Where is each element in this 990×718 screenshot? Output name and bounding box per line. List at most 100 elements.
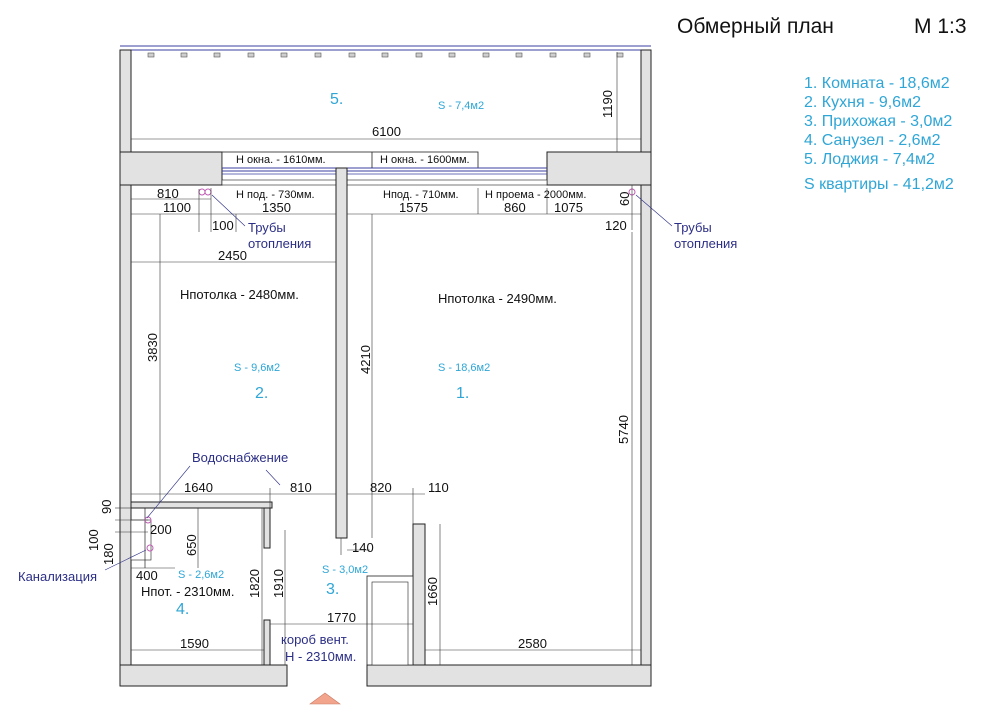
exterior-wall: Н окна. - 1610мм. Н окна. - 1600мм. <box>119 151 652 186</box>
dim-820: 820 <box>370 480 392 495</box>
room-number-3: 3. <box>326 581 339 598</box>
plan-title: Обмерный план <box>677 15 834 38</box>
pipes-right-label-1: Трубы <box>674 220 712 235</box>
legend-item-hallway: 3. Прихожая - 3,0м2 <box>804 113 953 130</box>
dim-1100: 1100 <box>163 200 191 215</box>
entry-arrow-icon <box>309 692 341 705</box>
sewer-label: Канализация <box>18 569 97 584</box>
dim-1770: 1770 <box>327 610 356 625</box>
room-area-2: S - 9,6м2 <box>234 362 280 374</box>
dim-1590: 1590 <box>180 636 209 651</box>
wall-segment-right <box>546 151 652 186</box>
ceiling-bathroom: Нпот. - 2310мм. <box>141 584 234 599</box>
legend-item-bathroom: 4. Санузел - 2,6м2 <box>804 132 941 149</box>
living-room: 4210 5740 Нпотолка - 2490мм. S - 18,6м2 … <box>358 214 633 665</box>
pipes-left-leader <box>211 194 246 227</box>
legend-item-total: S квартиры - 41,2м2 <box>804 176 954 193</box>
dim-1075: 1075 <box>554 200 583 215</box>
dim-400: 400 <box>136 568 158 583</box>
room-number-5: 5. <box>330 91 343 108</box>
wall-partition-kitchen-room <box>335 167 348 539</box>
dim-650: 650 <box>184 534 199 556</box>
scale-label: M 1:3 <box>914 15 967 38</box>
window-left-height: Н окна. - 1610мм. <box>236 154 326 166</box>
middle-dimensions: 1640 810 820 110 Водоснабжение <box>131 450 449 524</box>
water-leader <box>146 465 191 519</box>
dim-5740: 5740 <box>616 415 631 444</box>
dim-100-side: 100 <box>86 529 101 551</box>
sewer-pipe-icon <box>146 544 154 552</box>
bathroom: 90 100 180 200 650 400 1820 S - 2,6м2 Нп… <box>18 500 264 665</box>
bathroom-niche <box>130 519 152 561</box>
pipes-left-label-2: отопления <box>248 236 311 251</box>
room-area-3: S - 3,0м2 <box>322 564 368 576</box>
room-area-1: S - 18,6м2 <box>438 362 490 374</box>
dim-60: 60 <box>617 192 632 206</box>
sill-right-height: Нпод. - 710мм. <box>383 189 459 201</box>
dim-2450: 2450 <box>218 248 247 263</box>
window-sill <box>221 179 548 186</box>
room-number-4: 4. <box>176 601 189 618</box>
water-leader-tail <box>265 469 281 486</box>
sewer-leader <box>104 549 147 571</box>
sill-left-height: Н под. - 730мм. <box>236 189 315 201</box>
dim-860: 860 <box>504 200 526 215</box>
dim-90: 90 <box>99 500 114 514</box>
ceiling-room: Нпотолка - 2490мм. <box>438 291 557 306</box>
dim-loggia-depth: 1190 <box>600 90 615 118</box>
legend-item-loggia: 5. Лоджия - 7,4м2 <box>804 151 935 168</box>
wall-bathroom-right-lower <box>263 619 271 666</box>
vent-box-label-2: Н - 2310мм. <box>285 649 356 664</box>
dim-120: 120 <box>605 218 627 233</box>
room-number-1: 1. <box>456 385 469 402</box>
dim-4210: 4210 <box>358 345 373 374</box>
pipes-right-label-2: отопления <box>674 236 737 251</box>
hallway: 140 S - 3,0м2 3. 1910 1770 1660 короб ве… <box>270 524 441 665</box>
wall-bathroom-top <box>130 501 273 509</box>
water-supply-label: Водоснабжение <box>192 450 288 465</box>
dim-810-mid: 810 <box>290 480 312 495</box>
dim-3830: 3830 <box>145 333 160 362</box>
loggia-glazing-posts <box>147 52 624 58</box>
dim-loggia-width: 6100 <box>372 124 401 139</box>
loggia-right-wall <box>640 49 652 154</box>
legend: 1. Комната - 18,6м2 2. Кухня - 9,6м2 3. … <box>804 74 954 194</box>
wall-left <box>119 184 132 666</box>
kitchen: 2450 3830 Нпотолка - 2480мм. S - 9,6м2 2… <box>131 214 336 502</box>
ceiling-kitchen: Нпотолка - 2480мм. <box>180 287 299 302</box>
wall-hallway-right <box>412 523 426 666</box>
dim-100-top: 100 <box>212 218 234 233</box>
door-opening-height: Н проема - 2000мм. <box>485 189 586 201</box>
room-area-5: S - 7,4м2 <box>438 100 484 112</box>
dim-1640: 1640 <box>184 480 213 495</box>
wall-bathroom-right-upper <box>263 507 271 549</box>
legend-item-kitchen: 2. Кухня - 9,6м2 <box>804 94 921 111</box>
dim-140: 140 <box>352 540 374 555</box>
heating-pipe-left-icon <box>198 188 206 196</box>
dim-2580: 2580 <box>518 636 547 651</box>
apartment-walls <box>119 167 652 687</box>
top-dimensions: 810 1100 1350 1575 860 1075 60 100 120 Н… <box>131 185 641 233</box>
dim-1350: 1350 <box>262 200 291 215</box>
heating-pipe-left-icon-2 <box>204 188 212 196</box>
dim-1660: 1660 <box>425 577 440 606</box>
loggia-left-wall <box>119 49 132 154</box>
legend-item-room: 1. Комната - 18,6м2 <box>804 75 950 92</box>
loggia: 6100 1190 5. S - 7,4м2 <box>119 45 652 154</box>
wall-right <box>640 184 652 666</box>
dim-810-top: 810 <box>157 186 179 201</box>
pipes-right-leader <box>635 194 673 227</box>
wall-bottom-left <box>119 664 288 687</box>
wall-bottom-right <box>366 664 652 687</box>
dim-1820: 1820 <box>247 569 262 598</box>
dim-200: 200 <box>150 522 172 537</box>
vent-box-inner <box>371 581 409 666</box>
room-number-2: 2. <box>255 385 268 402</box>
dim-1575: 1575 <box>399 200 428 215</box>
wall-segment-left <box>119 151 223 186</box>
window-right-height: Н окна. - 1600мм. <box>380 154 470 166</box>
dim-110: 110 <box>428 480 449 495</box>
dim-1910: 1910 <box>271 569 286 598</box>
vent-box-label-1: короб вент. <box>281 632 349 647</box>
